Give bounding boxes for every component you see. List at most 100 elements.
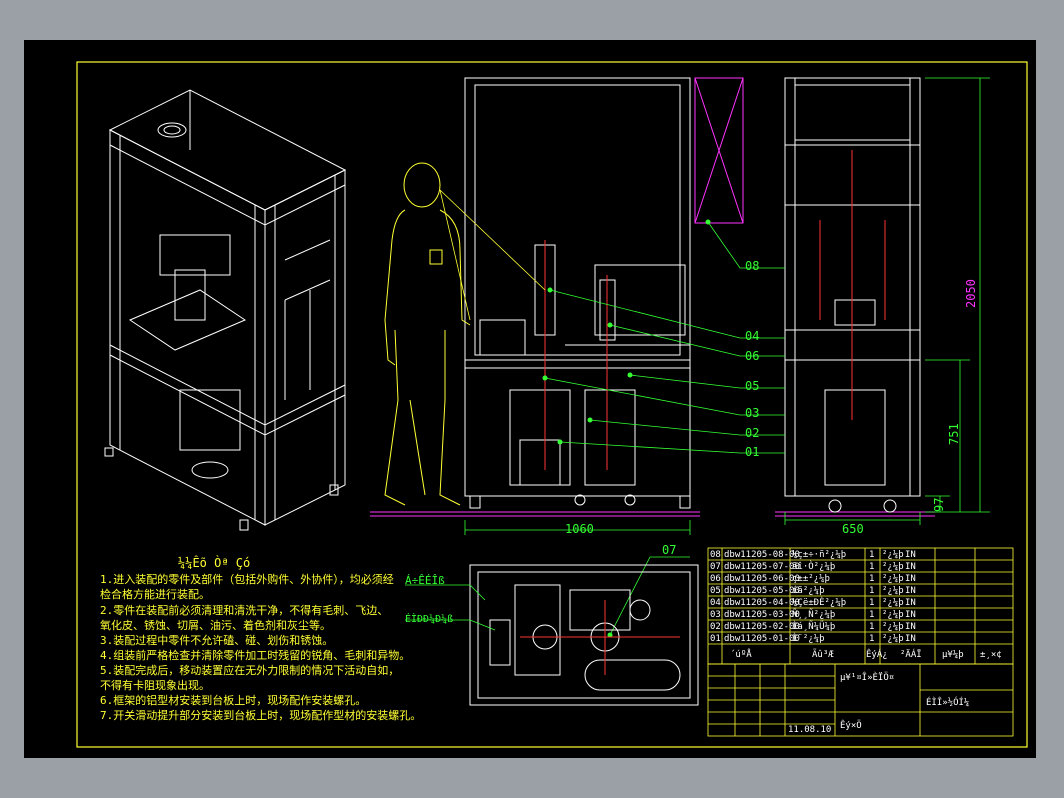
title-name: µ¥¹¤Î»ÈÏÖ¤ bbox=[840, 671, 894, 683]
callout-01: 01 bbox=[745, 445, 759, 459]
bom-cell: 06 bbox=[710, 574, 721, 584]
bom-cell: ²¿¼þ bbox=[882, 598, 904, 608]
bom-cell: IN bbox=[905, 550, 916, 560]
note-line: 4.组装前严格检查并清除零件加工时残留的锐角、毛刺和异物。 bbox=[100, 648, 410, 662]
note-line: 检合格方能进行装配。 bbox=[100, 587, 210, 601]
isometric-view bbox=[104, 89, 347, 531]
bom-cell: ²¿¼þ bbox=[882, 634, 904, 644]
bom-cell: IN bbox=[905, 634, 916, 644]
callout-04: 04 bbox=[745, 329, 759, 343]
note-line: 5.装配完成后，移动装置应在无外力限制的情况下活动自如， bbox=[100, 663, 399, 677]
bom-header: µ¥¼þ bbox=[942, 650, 964, 660]
bom-cell: 1 bbox=[869, 610, 874, 620]
bom-cell: 1 bbox=[869, 574, 874, 584]
bom-cell: Ì¨²¿¼þ bbox=[792, 632, 825, 644]
bom-cell: ²¿¼þ bbox=[882, 562, 904, 572]
leader-dots bbox=[542, 219, 711, 638]
bom-cell: 01 bbox=[710, 634, 721, 644]
note-line: 氧化皮、锈蚀、切屑、油污、着色剂和灰尘等。 bbox=[100, 618, 331, 632]
side-centerlines bbox=[819, 150, 886, 420]
drawing-border bbox=[76, 61, 1028, 748]
bom-cell: 1 bbox=[869, 550, 874, 560]
bom-cell: íã²¿¼þ bbox=[792, 586, 825, 596]
callout-08: 08 bbox=[745, 259, 759, 273]
note-line: 2.零件在装配前必须清理和清洗干净，不得有毛刺、飞边、 bbox=[100, 603, 388, 617]
dim-height-total: 2050 bbox=[964, 279, 978, 308]
bom-header: Ãû³Æ bbox=[812, 649, 834, 660]
bom-cell: 1 bbox=[869, 598, 874, 608]
bom-cell: 1 bbox=[869, 562, 874, 572]
bom-cell: 02 bbox=[710, 622, 721, 632]
bom-cell: ¼Çë±ÐÈ²¿¼þ bbox=[792, 596, 846, 608]
sightlines bbox=[439, 189, 546, 321]
title-block bbox=[707, 663, 1014, 737]
bom-cell: dbw11205-03-00 bbox=[724, 610, 800, 620]
plan-leaders bbox=[405, 584, 496, 631]
bom-cell: ãî·Ò²¿¼þ bbox=[792, 560, 835, 572]
bom-header: ÊýÁ¿ bbox=[866, 648, 888, 660]
bom-cell: Ìá¸Ñ¼Ü¼þ bbox=[792, 620, 835, 632]
dim-height-table: 751 bbox=[947, 423, 961, 445]
title-drawing-no: ÉÌÎ»½ÓÍ¼ bbox=[926, 696, 969, 708]
operator-figure bbox=[384, 162, 471, 506]
ground-hatch bbox=[370, 511, 935, 517]
bom-cell: 03 bbox=[710, 610, 721, 620]
electrical-panel bbox=[694, 77, 744, 224]
dim-height-foot: 97 bbox=[932, 498, 946, 512]
callout-05: 05 bbox=[745, 379, 759, 393]
bom-header: ²ÄÁÏ bbox=[900, 648, 922, 660]
bom-cell: 07 bbox=[710, 562, 721, 572]
bom-cell: dbw11205-06-00 bbox=[724, 574, 800, 584]
bom-cell: IN bbox=[905, 586, 916, 596]
bom-cell: dbw11205-02-00 bbox=[724, 622, 800, 632]
bom-cell: ²¿¼þ bbox=[882, 610, 904, 620]
bom-cell: ²¿¼þ bbox=[882, 550, 904, 560]
bom-cell: ²¿¼þ bbox=[882, 622, 904, 632]
bom-cell: ²¿¼þ bbox=[882, 586, 904, 596]
dimension-lines bbox=[464, 77, 990, 535]
technical-notes: ¼¼Êõ Òª Çó 1.进入装配的零件及部件（包括外购件、外协件），均必须经 … bbox=[100, 555, 421, 722]
leader-lines bbox=[544, 221, 785, 636]
plan-centerlines bbox=[520, 600, 680, 675]
bom-header: ±¸×¢ bbox=[980, 650, 1002, 660]
notes-title: ¼¼Êõ Òª Çó bbox=[178, 555, 250, 570]
bom-cell: IN bbox=[905, 598, 916, 608]
bom-cell: ²¿¼þ bbox=[882, 574, 904, 584]
bom-cell: Ñ¸¸Ñ²¿¼þ bbox=[792, 609, 835, 620]
note-line: 不得有卡阻现象出现。 bbox=[100, 678, 210, 692]
title-date: 11.08.10 bbox=[788, 725, 831, 735]
front-view bbox=[464, 77, 691, 509]
note-line: 1.进入装配的零件及部件（包括外购件、外协件），均必须经 bbox=[100, 572, 394, 586]
bom-cell: dbw11205-07-00 bbox=[724, 562, 800, 572]
dim-width-side: 650 bbox=[842, 522, 864, 536]
bom-cell: dbw11205-01-00 bbox=[724, 634, 800, 644]
plan-label-top: Á÷ÊÉÎß bbox=[405, 574, 445, 587]
callout-06: 06 bbox=[745, 349, 759, 363]
bom-cell: IN bbox=[905, 562, 916, 572]
note-line: 6.框架的铝型材安装到台板上时，现场配作安装螺孔。 bbox=[100, 693, 366, 707]
callout-02: 02 bbox=[745, 426, 759, 440]
bom-cell: 1 bbox=[869, 622, 874, 632]
callout-07: 07 bbox=[662, 543, 676, 557]
bom-cell: dbw11205-08-00 bbox=[724, 550, 800, 560]
bom-cell: 1 bbox=[869, 634, 874, 644]
bom-cell: dbw11205-05-00 bbox=[724, 586, 800, 596]
drawing-sheet bbox=[24, 40, 1036, 758]
bom-cell: IN bbox=[905, 610, 916, 620]
bom-rows: 08 dbw11205-08-00 ¼ç±÷·ñ²¿¼þ 1 ²¿¼þ IN 0… bbox=[710, 550, 1002, 660]
bom-cell: ç±±²¿¼þ bbox=[792, 574, 830, 584]
bom-cell: 05 bbox=[710, 586, 721, 596]
bom-cell: dbw11205-04-00 bbox=[724, 598, 800, 608]
bom-cell: 08 bbox=[710, 550, 721, 560]
bom-cell: 1 bbox=[869, 586, 874, 596]
front-centerlines bbox=[544, 240, 608, 470]
note-line: 7.开关滑动提升部分安装到台板上时，现场配作型材的安装螺孔。 bbox=[100, 708, 421, 722]
bom-cell: IN bbox=[905, 574, 916, 584]
note-line: 3.装配过程中零件不允许磕、碰、划伤和锈蚀。 bbox=[100, 633, 333, 647]
bom-cell: 04 bbox=[710, 598, 721, 608]
callout-03: 03 bbox=[745, 406, 759, 420]
title-scale: Êý×Ö bbox=[840, 719, 862, 731]
bom-cell: ¼ç±÷·ñ²¿¼þ bbox=[792, 550, 846, 560]
dim-width-front: 1060 bbox=[565, 522, 594, 536]
